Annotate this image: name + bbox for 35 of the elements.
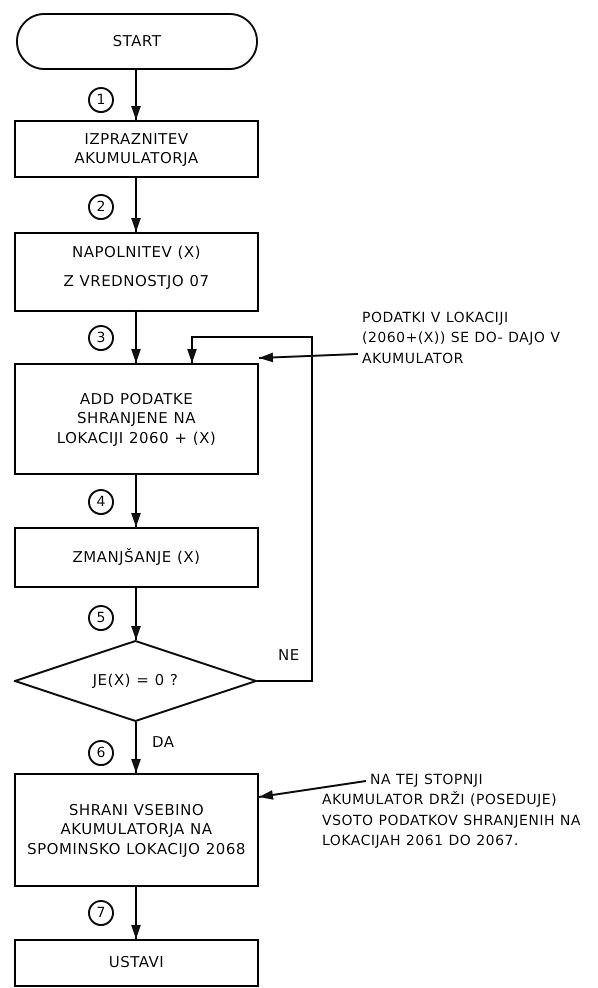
arrow (258, 780, 366, 800)
node-label: NAPOLNITEV (X) (71, 242, 202, 262)
decision-diamond (14, 640, 257, 722)
process-box (14, 527, 259, 588)
step-number: 2 (88, 194, 114, 220)
step-number: 6 (88, 740, 114, 766)
note-text: PODATKI V LOKACIJI (2060+(X)) SE DO- DAJO V AKUMULATOR (362, 309, 562, 369)
process-box (14, 120, 259, 178)
note-text: NA TEJ STOPNJI AKUMULATOR DRŽI (POSEDUJE) VSOTO PODATKOV SHRANJENIH NA LOKACIJAH 2061 DO 2067. (322, 771, 582, 851)
arrow (131, 588, 141, 640)
arrow (258, 352, 358, 362)
step-number: 5 (88, 605, 114, 631)
node-label: JE(X) = 0 ? (92, 671, 178, 691)
node-label: START (112, 32, 162, 52)
step-number: 7 (88, 900, 114, 926)
node-label: Z VREDNOSTJO 07 (62, 272, 211, 292)
node-label: IZPRAZNITEV AKUMULATORJA (73, 130, 200, 168)
arrow (131, 178, 141, 232)
node-label: SHRANI VSEBINO AKUMULATORJA NA SPOMINSKO LOKACIJO 2068 (26, 800, 247, 860)
arrow (131, 70, 141, 120)
step-number: 1 (88, 87, 114, 113)
arrow (131, 475, 141, 527)
arrow (131, 312, 141, 363)
step-number: 4 (88, 489, 114, 515)
node-label: USTAVI (108, 953, 166, 973)
process-box (14, 773, 259, 887)
arrow (131, 722, 141, 773)
arrow (187, 336, 313, 682)
process-box (14, 939, 259, 987)
process-box (14, 232, 259, 312)
step-number: 3 (88, 325, 114, 351)
node-label: ADD PODATKE SHRANJENE NA LOKACIJI 2060 + (X) (56, 390, 218, 448)
process-box (14, 363, 259, 475)
arrow (131, 887, 141, 939)
node-label: ZMANJŠANJE (X) (71, 548, 202, 568)
